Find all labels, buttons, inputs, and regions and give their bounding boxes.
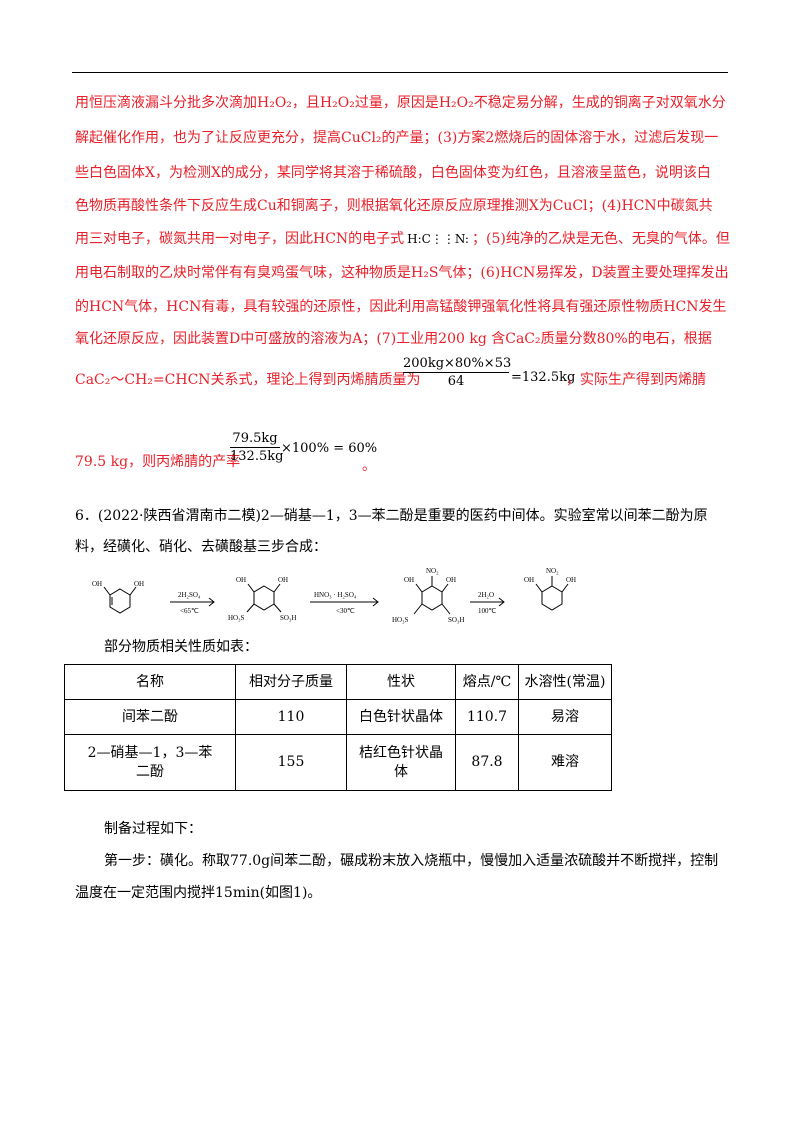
- oh-label: OH: [566, 576, 576, 584]
- oh-label: OH: [134, 580, 144, 588]
- bond: [415, 583, 423, 593]
- ho3s-label: HO₃S: [228, 614, 245, 622]
- table-header-row: 名称 相对分子质量 性状 熔点/℃ 水溶性(常温): [64, 664, 612, 700]
- table-header: 名称: [64, 664, 236, 700]
- oh-label: OH: [524, 576, 534, 584]
- answer-line-7: 的HCN气体，HCN有毒，具有较强的还原性，因此利用高锰酸钾强氧化性将具有强还原…: [75, 299, 727, 315]
- bond: [441, 583, 449, 593]
- oh-label: OH: [446, 576, 456, 584]
- bond: [247, 583, 255, 593]
- table-cell: 2—硝基—1，3—苯二酚: [64, 734, 236, 791]
- oh-label: OH: [236, 576, 246, 584]
- yield-fraction: 79.5kg 132.5kg: [230, 431, 284, 464]
- reaction-arrow-1-head: [208, 597, 215, 607]
- answer-line-4: 色物质再酸性条件下反应生成Cu和铜离子，则根据氧化还原反应原理推测X为CuCl；…: [75, 198, 713, 214]
- sulfonated-ring: [253, 585, 275, 611]
- step-1-line-2: 温度在一定范围内搅拌15min(如图1)。: [75, 885, 322, 901]
- hcn-electron-formula: H:C⋮⋮N:: [407, 232, 469, 246]
- reaction-arrow-2-head: [372, 597, 379, 607]
- bond: [561, 583, 569, 593]
- yield-fraction-bar: [230, 447, 280, 448]
- table-cell: 110: [235, 699, 347, 735]
- so3h-label: SO₃H: [448, 616, 464, 624]
- mass-fraction-denominator: 64: [447, 374, 465, 389]
- bond: [129, 586, 137, 596]
- oh-label: OH: [404, 576, 414, 584]
- properties-table: 名称 相对分子质量 性状 熔点/℃ 水溶性(常温) 间苯二酚 110 白色针状晶…: [64, 664, 612, 791]
- arrow-3-reagent: 2H₂O: [478, 591, 494, 599]
- table-cell: 难溶: [518, 734, 612, 791]
- table-header: 相对分子质量: [235, 664, 347, 700]
- so3h-label: SO₃H: [280, 614, 296, 622]
- bond: [413, 603, 423, 615]
- bond: [273, 603, 282, 613]
- bond: [246, 603, 255, 613]
- answer-line-3: 些白色固体X，为检测X的成分，某同学将其溶于稀硫酸，白色固体变为红色，且溶液呈蓝…: [75, 165, 711, 181]
- bond: [535, 583, 543, 593]
- table-cell: 155: [235, 734, 347, 791]
- ho3s-label: HO₃S: [392, 616, 409, 624]
- arrow-2-condition: <30℃: [336, 607, 355, 615]
- nitrated-ring: [421, 585, 443, 611]
- question-line-2: 料，经磺化、硝化、去磺酸基三步合成：: [75, 539, 327, 555]
- mass-result: =132.5kg: [511, 370, 576, 385]
- table-cell: 87.8: [455, 734, 519, 791]
- table-cell: 间苯二酚: [64, 699, 236, 735]
- question-line-1: 6．(2022·陕西省渭南市二模)2—硝基—1，3—苯二酚是重要的医药中间体。实…: [75, 508, 708, 524]
- answer-line-5-part-a: 用三对电子，碳氮共用一对电子，因此HCN的电子式: [75, 231, 405, 247]
- step-1-line-1: 第一步：磺化。称取77.0g间苯二酚，碾成粉末放入烧瓶中，慢慢加入适量浓硫酸并不…: [104, 853, 719, 869]
- yield-fraction-denominator: 132.5kg: [230, 449, 284, 464]
- mass-fraction: 200kg×80%×53 64: [403, 356, 512, 389]
- resorcinol-ring: [109, 588, 131, 614]
- arrow-3-condition: 100℃: [478, 607, 497, 615]
- table-row: 间苯二酚 110 白色针状晶体 110.7 易溶: [64, 699, 612, 735]
- reaction-arrow-3-head: [498, 597, 505, 607]
- product-ring: [541, 585, 563, 611]
- answer-line-6: 用电石制取的乙炔时常伴有有臭鸡蛋气味，这种物质是H₂S气体；(6)HCN易挥发，…: [75, 265, 729, 281]
- table-cell: 桔红色针状晶体: [346, 734, 456, 791]
- answer-line-9b: ，实际生产得到丙烯腈: [566, 372, 706, 388]
- mass-fraction-numerator: 200kg×80%×53: [403, 356, 512, 371]
- table-cell: 白色针状晶体: [346, 699, 456, 735]
- oh-label: OH: [92, 580, 102, 588]
- process-intro: 制备过程如下：: [104, 821, 202, 837]
- table-cell: 易溶: [518, 699, 612, 735]
- table-intro: 部分物质相关性质如表：: [104, 639, 258, 655]
- arrow-1-condition: <65℃: [180, 607, 199, 615]
- oh-label: OH: [278, 576, 288, 584]
- bond: [441, 603, 451, 615]
- table-header: 性状: [346, 664, 456, 700]
- answer-line-5-part-b: ；(5)纯净的乙炔是无色、无臭的气体。但: [471, 231, 730, 247]
- answer-line-2: 解起催化作用，也为了让反应更充分，提高CuCl₂的产量；(3)方案2燃烧后的固体…: [75, 130, 719, 146]
- arrow-1-reagent: 2H₂SO₄: [178, 591, 201, 599]
- table-header: 水溶性(常温): [518, 664, 612, 700]
- no2-label: NO₂: [426, 567, 439, 575]
- answer-end-mark: 。: [362, 458, 376, 474]
- table-cell: 110.7: [455, 699, 519, 735]
- answer-line-8: 氧化还原反应，因此装置D中可盛放的溶液为A；(7)工业用200 kg 含CaC₂…: [75, 331, 712, 347]
- answer-line-10a: 79.5 kg，则丙烯腈的产率: [75, 454, 241, 470]
- table-row: 2—硝基—1，3—苯二酚 155 桔红色针状晶体 87.8 难溶: [64, 734, 612, 791]
- yield-result: ×100% = 60%: [281, 441, 378, 456]
- no2-label: NO₂: [546, 567, 559, 575]
- arrow-2-reagent: HNO₃ · H₂SO₄: [314, 591, 357, 599]
- synthesis-scheme: OH OH 2H₂SO₄ <65℃ OH OH HO₃S SO₃H HNO₃ ·…: [92, 567, 576, 624]
- mass-fraction-bar: [403, 372, 509, 373]
- answer-line-1: 用恒压滴液漏斗分批多次滴加H₂O₂，且H₂O₂过量，原因是H₂O₂不稳定易分解，…: [75, 95, 726, 111]
- bond: [103, 586, 111, 596]
- bond: [273, 583, 281, 593]
- answer-line-9a: CaC₂～CH₂=CHCN关系式，理论上得到丙烯腈质量为: [75, 372, 421, 388]
- table-header: 熔点/℃: [455, 664, 519, 700]
- yield-fraction-numerator: 79.5kg: [232, 431, 278, 446]
- header-rule: [72, 72, 728, 73]
